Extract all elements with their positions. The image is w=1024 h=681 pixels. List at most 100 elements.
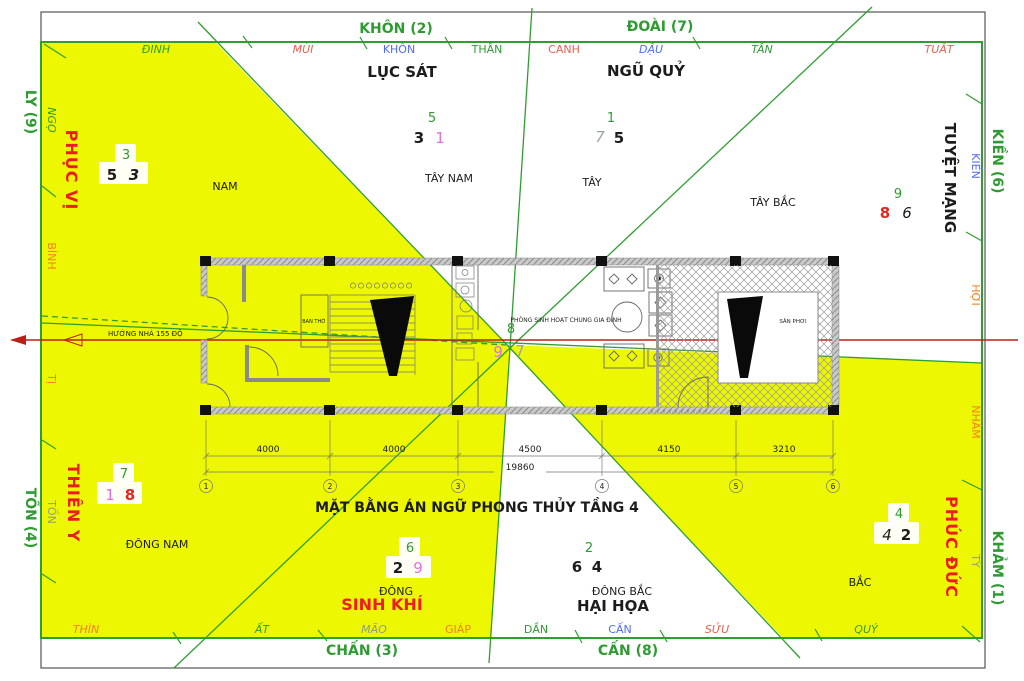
- wall-top: [201, 257, 839, 266]
- star-center-right: 7: [515, 342, 525, 360]
- star-dong-right: 9: [413, 559, 423, 577]
- sector-hai-hoa: HẠI HỌA: [577, 597, 649, 615]
- star-nam-left: 5: [107, 166, 117, 184]
- star-chip: [97, 482, 142, 504]
- star-taybac-left: 8: [880, 204, 890, 222]
- mountain-mao: MÃO: [361, 623, 387, 636]
- star-dongnam-right: 8: [125, 486, 135, 504]
- mountain-binh: BÍNH: [45, 242, 58, 269]
- border-ticks: [41, 35, 983, 645]
- wall-right: [831, 264, 840, 408]
- mountain-can: CẤN: [608, 622, 631, 636]
- trigram-top-left: KHÔN (2): [359, 19, 433, 37]
- dim-total: 19860: [506, 463, 535, 473]
- star-dongnam-left: 1: [105, 486, 115, 504]
- floor-plan: BAN THỜ SÂN: [200, 256, 840, 415]
- mountain-at: ẤT: [254, 622, 271, 636]
- star-dongnam-top: 7: [120, 467, 128, 482]
- mountain-tan: TÂN: [751, 43, 772, 56]
- star-tay-left: 7: [595, 128, 605, 146]
- partition-1: [242, 265, 246, 302]
- stair-step-markers: [350, 282, 412, 289]
- sector-labels: PHỤC VỊ LỤC SÁT NGŨ QUỶ TUYỆT MẠNG PHÚC …: [62, 59, 961, 615]
- star-numbers: 3 5 3 5 3 1 1 7 5 9 8 6 7 1 8 6 2 9 2 6 …: [97, 111, 919, 578]
- star-taybac-right: 6: [902, 204, 912, 222]
- house-direction-label: HƯỚNG NHÀ 155 ĐỘ: [108, 329, 183, 338]
- star-taynam-right: 1: [435, 129, 445, 147]
- mountain-dan: DẦN: [524, 622, 548, 636]
- mountain-ngo: NGỌ: [45, 107, 58, 133]
- dim-line-2: [202, 468, 837, 476]
- room-label: PHÒNG SINH HOẠT CHUNG GIA ĐÌNH: [510, 317, 621, 324]
- partition-2: [245, 345, 249, 382]
- sector-line-nw-se: [173, 6, 873, 669]
- trigram-right-bottom: KHẢM (1): [989, 531, 1008, 606]
- door-arc-middle: [248, 346, 279, 377]
- star-center-left: 9: [493, 343, 503, 361]
- dir-tay-nam: TÂY NAM: [424, 172, 473, 185]
- wall-left-c: [200, 339, 208, 384]
- dir-nam: NAM: [212, 180, 237, 193]
- grid-bubble-4: 4: [600, 482, 605, 491]
- star-chip: [399, 537, 420, 556]
- mountain-kien: KIỀN: [969, 153, 983, 179]
- drawing-title: MẶT BẰNG ÁN NGỮ PHONG THỦY TẦNG 4: [315, 497, 639, 516]
- wall-bottom: [201, 406, 839, 415]
- trigram-bottom-right: CẤN (8): [598, 639, 658, 659]
- threshold-marks: [651, 409, 707, 413]
- mountain-dinh: ĐINH: [142, 43, 170, 56]
- grid-bubble-6: 6: [831, 482, 836, 491]
- trigram-left-bottom: TỐN (4): [22, 488, 42, 549]
- bathroom-fixtures: [455, 265, 475, 361]
- sector-phuc-vi: PHỤC VỊ: [62, 130, 81, 211]
- mountain-tuat: TUẤT: [924, 42, 954, 56]
- mountain-than: THÂN: [471, 43, 503, 56]
- wall-left-b: [200, 264, 208, 297]
- yard-boundary-wall: [656, 265, 659, 407]
- star-dong-top: 6: [406, 541, 414, 556]
- star-chip: [888, 503, 909, 522]
- sector-phuc-duc: PHÚC ĐỨC: [942, 496, 961, 598]
- star-center-top: 8: [507, 322, 515, 337]
- sector-luc-sat: LỤC SÁT: [367, 62, 437, 81]
- grid-bubble-2: 2: [328, 482, 333, 491]
- mountain-nham: NHÂM: [969, 405, 982, 439]
- dim-4000a: 4000: [257, 445, 280, 455]
- star-chip: [99, 162, 148, 184]
- mountain-hoi: HỢI: [969, 284, 982, 306]
- mountain-canh: CANH: [548, 43, 580, 56]
- star-chip: [386, 556, 431, 578]
- lucky-zone-north: [506, 345, 982, 638]
- star-bac-left: 4: [882, 526, 892, 544]
- trigram-right-top: KIỀN (6): [989, 129, 1008, 194]
- dim-4000b: 4000: [383, 445, 406, 455]
- star-dongbac-top: 2: [585, 541, 593, 556]
- door-arc-lower-left: [206, 383, 231, 408]
- grid-bubble-5: 5: [734, 482, 739, 491]
- trigram-top-right: ĐOÀI (7): [627, 18, 694, 35]
- dir-dong-nam: ĐÔNG NAM: [126, 538, 189, 551]
- dim-3210: 3210: [773, 445, 796, 455]
- mountain-mui: MÙI: [293, 43, 314, 56]
- star-nam-top: 3: [122, 148, 130, 163]
- altar-label: BAN THỜ: [302, 318, 326, 325]
- bathroom-walls: [451, 265, 479, 407]
- star-dongbac-right: 4: [592, 558, 602, 576]
- grid-bubbles: [199, 479, 840, 493]
- facing-arrowhead-icon: [10, 335, 26, 345]
- dim-4500: 4500: [519, 445, 542, 455]
- sector-tuyet-mang: TUYỆT MẠNG: [941, 123, 961, 233]
- grid-bubble-1: 1: [204, 482, 209, 491]
- star-chip: [115, 144, 136, 163]
- dimension-block: 4000 4000 4500 4150 3210 19860 1 2 3 4 5…: [199, 420, 840, 493]
- star-dongbac-left: 6: [572, 558, 582, 576]
- trigram-labels: KHÔN (2) ĐOÀI (7) CHẤN (3) CẤN (8) LY (9…: [22, 18, 1008, 659]
- star-taynam-top: 5: [428, 111, 436, 126]
- dir-tay-bac: TÂY BẮC: [749, 195, 796, 209]
- dim-4150: 4150: [658, 445, 681, 455]
- stair-direction-flag: [370, 296, 414, 376]
- mountain-ty: TÝ: [969, 553, 982, 568]
- sector-thien-y: THIÊN Y: [64, 464, 83, 543]
- mountain-quy: QUÝ: [854, 623, 879, 636]
- mountain-ti: TỊ: [45, 373, 58, 384]
